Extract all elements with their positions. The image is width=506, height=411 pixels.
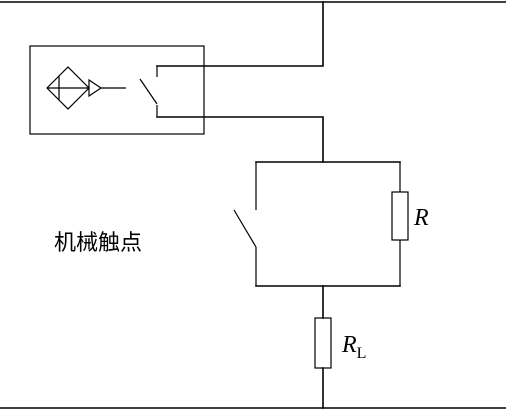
resistor-rl-main: R	[341, 332, 357, 358]
mechanical-contact-label: 机械触点	[54, 231, 142, 256]
sensor-module-box	[29, 45, 205, 135]
mechanical-switch-icon	[233, 162, 257, 286]
resistor-rl	[314, 317, 332, 369]
resistor-rl-sub: L	[357, 345, 367, 362]
wire-mid	[156, 116, 324, 163]
sensor-switch-icon	[139, 66, 158, 117]
resistor-r	[391, 191, 409, 241]
sensor-symbol-icon	[46, 66, 126, 110]
resistor-rl-label: RL	[341, 332, 366, 362]
wire-top	[156, 1, 324, 67]
resistor-r-label: R	[413, 205, 429, 231]
